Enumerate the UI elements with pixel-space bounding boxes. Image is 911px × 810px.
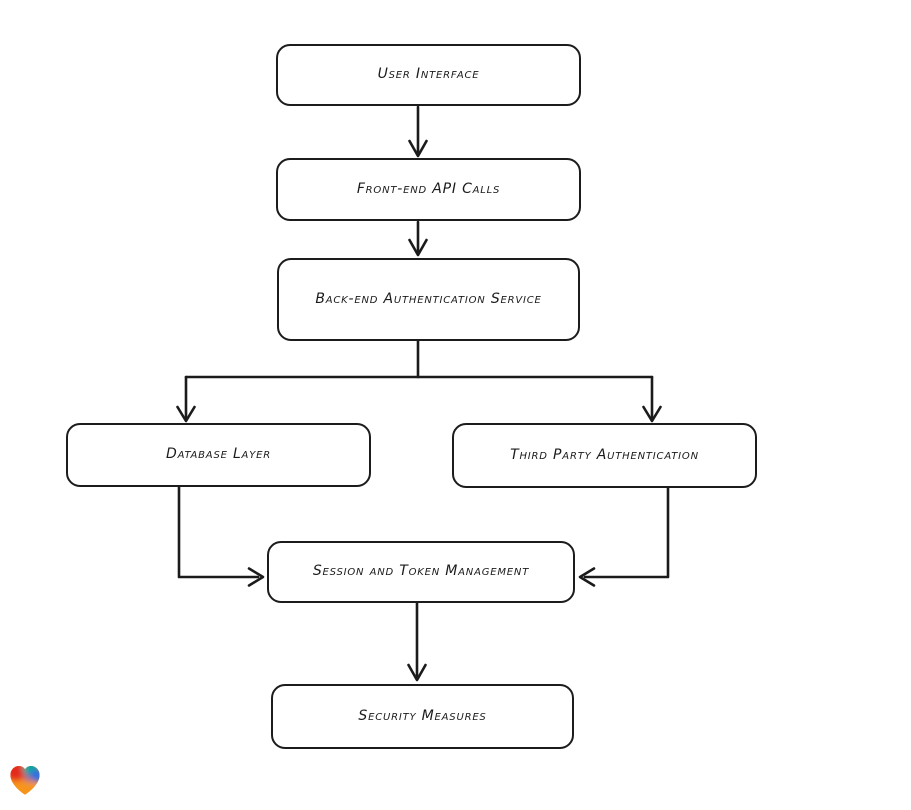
- node-third-party-authentication[interactable]: Third Party Authentication: [452, 423, 757, 488]
- edge-ui-to-frontend: [408, 105, 428, 158]
- node-label: Third Party Authentication: [510, 446, 699, 463]
- node-back-end-authentication-service[interactable]: Back-end Authentication Service: [277, 258, 580, 341]
- eraser-heart-logo[interactable]: [7, 762, 43, 798]
- heart-icon: [10, 765, 40, 795]
- edge-thirdparty-to-session: [578, 486, 670, 587]
- node-label: Back-end Authentication Service: [315, 290, 542, 307]
- edge-database-to-session: [177, 485, 265, 587]
- node-label: Front-end API Calls: [356, 180, 501, 197]
- node-front-end-api-calls[interactable]: Front-end API Calls: [276, 158, 581, 221]
- node-user-interface[interactable]: User Interface: [276, 44, 581, 106]
- node-database-layer[interactable]: Database Layer: [66, 423, 371, 487]
- node-security-measures[interactable]: Security Measures: [271, 684, 574, 749]
- node-label: Database Layer: [166, 446, 271, 463]
- node-label: Session and Token Management: [312, 563, 530, 580]
- node-label: Security Measures: [358, 707, 487, 724]
- edge-backend-branch: [176, 339, 662, 423]
- edge-session-to-security: [407, 601, 427, 682]
- edge-frontend-to-backend: [408, 220, 428, 257]
- node-session-and-token-management[interactable]: Session and Token Management: [267, 541, 575, 603]
- node-label: User Interface: [377, 66, 480, 83]
